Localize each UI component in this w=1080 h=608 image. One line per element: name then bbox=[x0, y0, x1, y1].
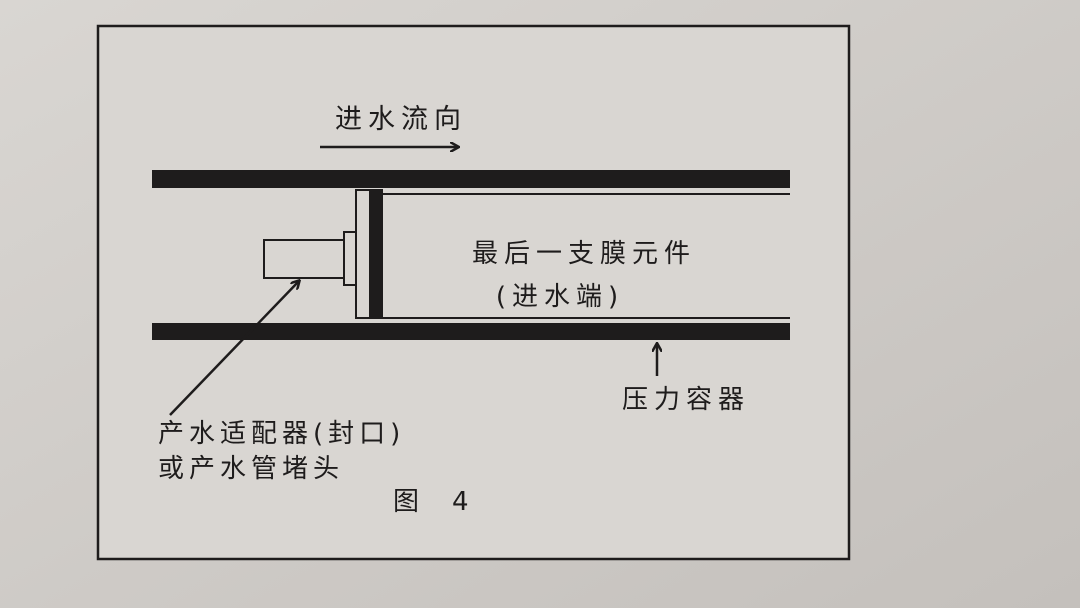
end-cap bbox=[369, 189, 383, 319]
vessel-bottom-wall bbox=[152, 323, 790, 340]
element-label: 最后一支膜元件 bbox=[472, 239, 696, 269]
adapter-label-line2: 或产水管堵头 bbox=[158, 454, 344, 484]
adapter-tube bbox=[263, 239, 345, 279]
figure-frame bbox=[96, 24, 851, 561]
vessel-top-wall bbox=[152, 170, 790, 188]
flow-label: 进水流向 bbox=[335, 104, 467, 135]
adapter-label-line1: 产水适配器(封口) bbox=[158, 419, 405, 449]
adapter-pointer-arrow bbox=[169, 281, 299, 416]
element-sublabel: (进水端) bbox=[496, 282, 624, 312]
vessel-label: 压力容器 bbox=[622, 385, 750, 415]
figure-caption: 图 4 bbox=[393, 487, 469, 517]
